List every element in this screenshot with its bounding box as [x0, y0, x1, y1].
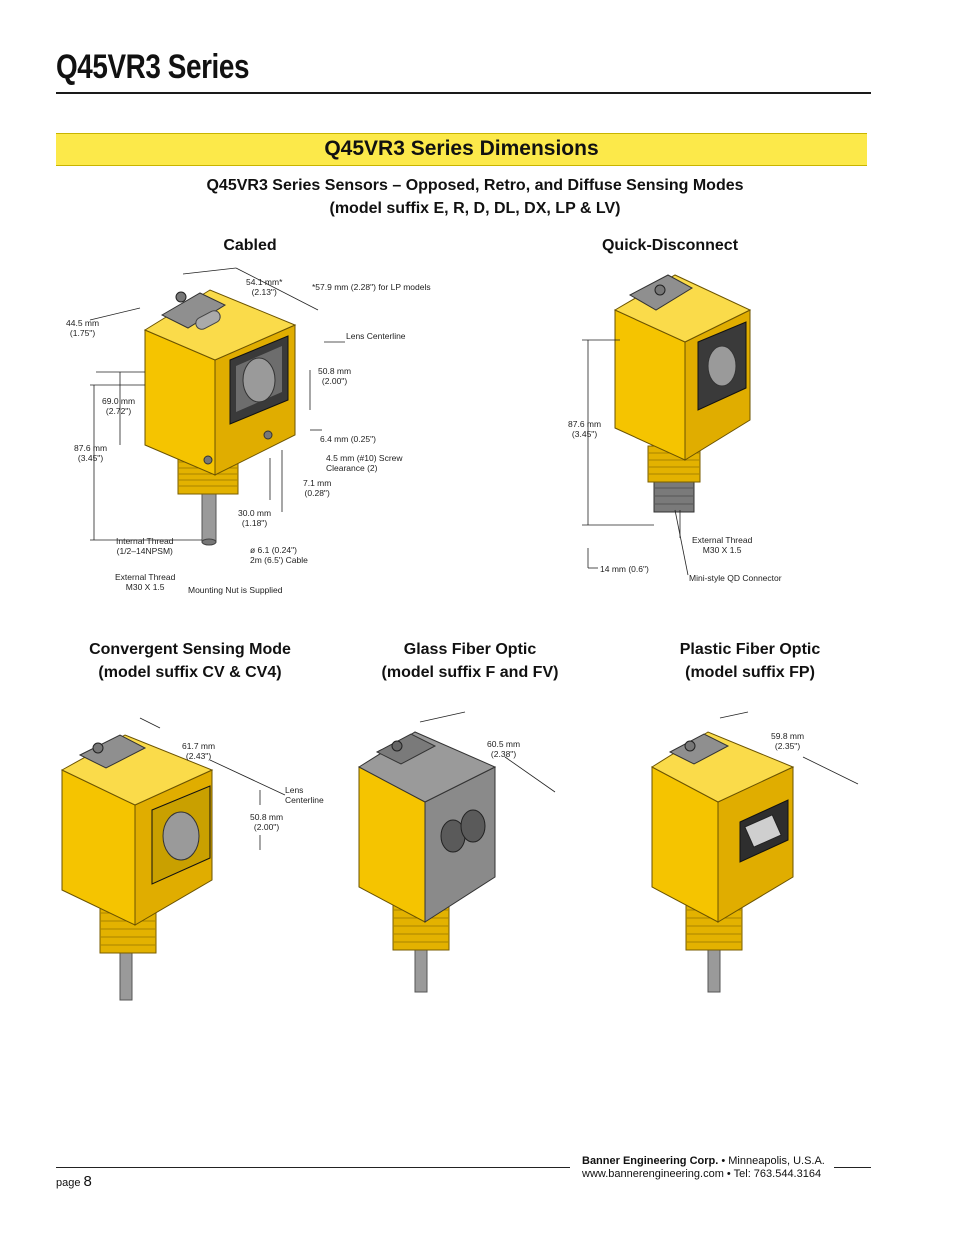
cabled-dim-total: 87.6 mm(3.45")	[74, 443, 107, 463]
cabled-dim-7-1: 7.1 mm(0.28")	[303, 478, 331, 498]
qd-dim-total-in: (3.45")	[571, 429, 598, 439]
cabled-dim-7-1-in: (0.28")	[304, 488, 330, 498]
page-number: page 8	[56, 1173, 92, 1190]
convergent-lens-line-1: Lens	[285, 785, 304, 795]
cabled-dim-width: 54.1 mm*(2.13")	[246, 277, 282, 297]
cabled-internal-thread: Internal Thread(1/2–14NPSM)	[116, 536, 174, 556]
convergent-lens-line-2: Centerline	[285, 795, 324, 805]
glass-dim-width: 60.5 mm(2.38")	[487, 739, 520, 759]
cabled-dim-body-mm: 69.0 mm	[102, 396, 136, 406]
plastic-dim-width-in: (2.35")	[774, 741, 801, 751]
cabled-dim-depth-in: (1.75")	[69, 328, 96, 338]
cabled-dim-30: 30.0 mm(1.18")	[238, 508, 271, 528]
plastic-fiber-sensor-drawing	[650, 711, 859, 993]
plastic-dim-width-mm: 59.8 mm	[771, 731, 805, 741]
cabled-dim-total-mm: 87.6 mm	[74, 443, 108, 453]
qd-dim-total: 87.6 mm(3.45")	[568, 419, 601, 439]
convergent-heading: Convergent Sensing Mode (model suffix CV…	[80, 638, 300, 684]
cabled-heading: Cabled	[200, 234, 300, 257]
company-name: Banner Engineering Corp.	[582, 1155, 719, 1167]
qd-dim-14: 14 mm (0.6")	[600, 564, 649, 574]
cabled-note-lp: *57.9 mm (2.28") for LP models	[312, 282, 431, 292]
convergent-dim-lens-mm: 50.8 mm	[250, 812, 284, 822]
cabled-dim-30-in: (1.18")	[241, 518, 268, 528]
company-contact[interactable]: www.bannerengineering.com • Tel: 763.544…	[582, 1168, 822, 1180]
footer-divider-right	[834, 1167, 871, 1168]
cabled-internal-thread-line-2: (1/2–14NPSM)	[116, 546, 173, 556]
glass-fiber-sensor-drawing	[357, 711, 556, 993]
cabled-dim-body-in: (2.72")	[105, 406, 132, 416]
cabled-cable-line-2: 2m (6.5') Cable	[250, 555, 308, 565]
page-number-value: 8	[83, 1173, 92, 1190]
footer-divider-left	[56, 1167, 570, 1168]
qd-external-thread-line-2: M30 X 1.5	[702, 545, 742, 555]
convergent-dim-width: 61.7 mm(2.43")	[182, 741, 215, 761]
cabled-dim-lens: 50.8 mm(2.00")	[318, 366, 351, 386]
cabled-dim-body: 69.0 mm(2.72")	[102, 396, 135, 416]
section-title: Q45VR3 Series Dimensions	[324, 137, 599, 160]
subtitle-line-1: Q45VR3 Series Sensors – Opposed, Retro, …	[206, 177, 744, 194]
qd-dim-total-mm: 87.6 mm	[568, 419, 602, 429]
cabled-dim-width-mm: 54.1 mm*	[246, 277, 283, 287]
cabled-dim-7-1-mm: 7.1 mm	[303, 478, 332, 488]
cabled-dim-depth: 44.5 mm(1.75")	[66, 318, 99, 338]
qd-heading-text: Quick-Disconnect	[601, 237, 739, 254]
cabled-external-thread-line-1: External Thread	[115, 572, 176, 582]
glass-heading-line-1: Glass Fiber Optic	[403, 641, 537, 658]
cabled-cable-note: ø 6.1 (0.24")2m (6.5') Cable	[250, 545, 308, 565]
cabled-dim-lens-mm: 50.8 mm	[318, 366, 352, 376]
cabled-dim-lens-in: (2.00")	[321, 376, 348, 386]
cabled-dim-30-mm: 30.0 mm	[238, 508, 272, 518]
cabled-internal-thread-line-1: Internal Thread	[116, 536, 174, 546]
cabled-dim-width-in: (2.13")	[251, 287, 277, 297]
company-location: • Minneapolis, U.S.A.	[718, 1155, 825, 1167]
cabled-external-thread-line-2: M30 X 1.5	[125, 582, 165, 592]
cabled-screw-line-2: Clearance (2)	[326, 463, 378, 473]
glass-dim-width-in: (2.38")	[490, 749, 517, 759]
company-info: Banner Engineering Corp. • Minneapolis, …	[582, 1155, 825, 1181]
glass-heading-line-2: (model suffix F and FV)	[381, 664, 559, 681]
cabled-dim-depth-mm: 44.5 mm	[66, 318, 100, 328]
plastic-heading: Plastic Fiber Optic (model suffix FP)	[650, 638, 850, 684]
section-banner: Q45VR3 Series Dimensions	[56, 133, 867, 166]
plastic-heading-line-2: (model suffix FP)	[685, 664, 815, 681]
sensor-subtitle: Q45VR3 Series Sensors – Opposed, Retro, …	[150, 174, 800, 220]
title-divider	[56, 92, 871, 94]
convergent-dim-width-in: (2.43")	[185, 751, 212, 761]
cabled-dim-6-4: 6.4 mm (0.25")	[320, 434, 376, 444]
qd-heading: Quick-Disconnect	[580, 234, 760, 257]
convergent-dim-lens: 50.8 mm(2.00")	[250, 812, 283, 832]
page-title: Q45VR3 Series	[56, 48, 250, 86]
convergent-heading-line-1: Convergent Sensing Mode	[89, 641, 291, 658]
convergent-dim-lens-in: (2.00")	[253, 822, 280, 832]
cabled-heading-text: Cabled	[223, 237, 277, 254]
qd-connector-note: Mini-style QD Connector	[689, 573, 782, 583]
convergent-dim-width-mm: 61.7 mm	[182, 741, 216, 751]
convergent-heading-line-2: (model suffix CV & CV4)	[98, 664, 282, 681]
plastic-dim-width: 59.8 mm(2.35")	[771, 731, 804, 751]
cabled-cable-line-1: ø 6.1 (0.24")	[250, 545, 297, 555]
cabled-sensor-drawing	[89, 267, 345, 546]
cabled-lens-centerline: Lens Centerline	[346, 331, 406, 341]
cabled-screw-line-1: 4.5 mm (#10) Screw	[326, 453, 403, 463]
plastic-heading-line-1: Plastic Fiber Optic	[679, 641, 821, 658]
cabled-nut-note: Mounting Nut is Supplied	[188, 585, 283, 595]
glass-dim-width-mm: 60.5 mm	[487, 739, 521, 749]
page-label: page	[56, 1177, 81, 1189]
qd-sensor-drawing	[582, 274, 752, 576]
qd-external-thread-line-1: External Thread	[692, 535, 753, 545]
glass-heading: Glass Fiber Optic (model suffix F and FV…	[370, 638, 570, 684]
subtitle-line-2: (model suffix E, R, D, DL, DX, LP & LV)	[329, 200, 621, 217]
convergent-sensor-drawing	[60, 717, 286, 1001]
cabled-dim-total-in: (3.45")	[77, 453, 104, 463]
